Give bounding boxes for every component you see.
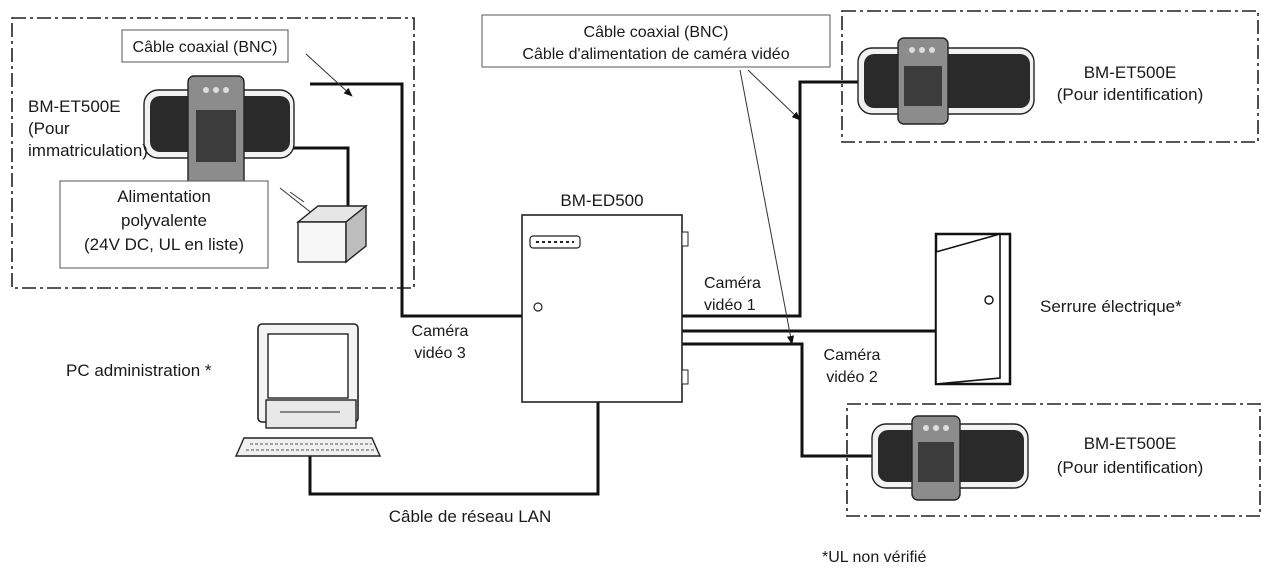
cable-lan: [308, 402, 600, 496]
camera-3-label-2: vidéo 3: [414, 345, 466, 362]
power-supply-label-1: Alimentation: [117, 187, 211, 206]
camera-1-label-1: Caméra: [704, 275, 761, 292]
camera-enrollment: [143, 75, 295, 187]
cable-camera-1: [682, 80, 858, 318]
controller-model-label: BM-ED500: [560, 191, 643, 210]
camera-left-purpose-2: immatriculation): [28, 141, 148, 160]
camera-left-purpose-1: (Pour: [28, 119, 70, 138]
wiring: [235, 80, 936, 496]
power-supply-callout-box: [59, 180, 269, 269]
lan-cable-label: Câble de réseau LAN: [389, 507, 552, 526]
power-supply-label-3: (24V DC, UL en liste): [84, 235, 244, 254]
admin-pc-label: PC administration *: [66, 361, 212, 380]
camera-2-label-1: Caméra: [824, 347, 881, 364]
coax-bnc-label: Câble coaxial (BNC): [133, 39, 278, 56]
camera-top-right-purpose: (Pour identification): [1057, 85, 1203, 104]
enrollment-zone: [11, 17, 415, 289]
camera-identification-top: [857, 37, 1035, 125]
camera-top-right-model: BM-ET500E: [1084, 63, 1177, 82]
camera-left-model: BM-ET500E: [28, 97, 121, 116]
camera-identification-bottom: [871, 415, 1029, 501]
electric-lock-door: [934, 232, 1012, 386]
controller-bm-ed500: [521, 214, 689, 403]
identification-zone-top: [841, 10, 1259, 143]
admin-pc-computer: [234, 323, 382, 457]
center-cable-callout-box: [481, 14, 831, 68]
camera-3-label-1: Caméra: [412, 323, 469, 340]
identification-zone-bottom: [846, 403, 1261, 517]
camera-bottom-right-model: BM-ET500E: [1084, 434, 1177, 453]
power-supply-label-2: polyvalente: [121, 211, 207, 230]
camera-bottom-right-purpose: (Pour identification): [1057, 458, 1203, 477]
footnote: *UL non vérifié: [822, 549, 926, 566]
cable-camera-2: [682, 342, 872, 458]
camera-2-label-2: vidéo 2: [826, 369, 878, 386]
power-supply-unit: [296, 204, 368, 264]
callout-pointers: [279, 53, 801, 345]
coax-bnc-callout-box: [121, 29, 289, 63]
camera-power-cable-label: Câble d'alimentation de caméra vidéo: [522, 46, 789, 63]
center-coax-label: Câble coaxial (BNC): [584, 24, 729, 41]
electric-lock-label: Serrure électrique*: [1040, 297, 1182, 316]
camera-1-label-2: vidéo 1: [704, 297, 756, 314]
cable-camera-3: [310, 82, 522, 318]
